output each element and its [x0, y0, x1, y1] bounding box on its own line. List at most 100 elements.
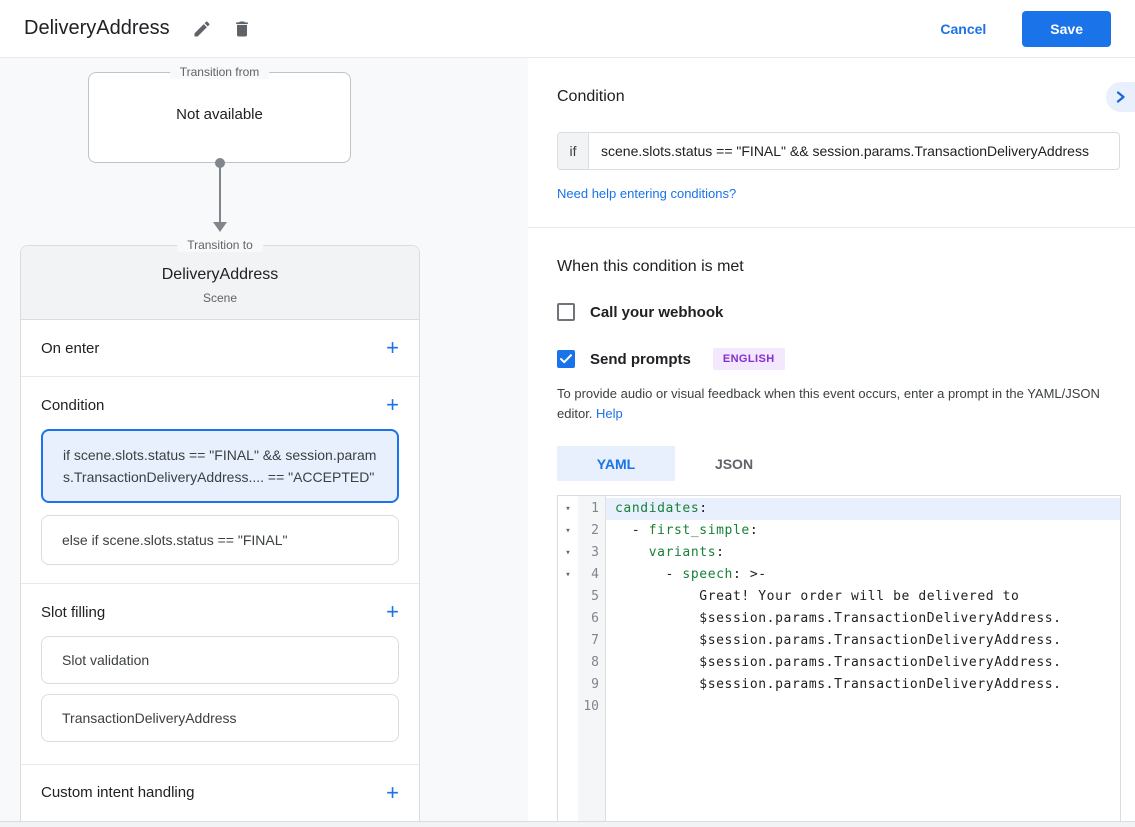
edit-icon[interactable]: [190, 17, 214, 41]
save-button[interactable]: Save: [1022, 10, 1111, 47]
code-text: $session.params.TransactionDeliveryAddre…: [615, 611, 1062, 626]
slot-card[interactable]: TransactionDeliveryAddress: [41, 694, 399, 742]
add-slot-icon[interactable]: +: [386, 599, 399, 624]
line-number: 3: [591, 545, 599, 560]
transition-from-box: Transition from Not available: [88, 65, 351, 163]
code-text: variants:: [648, 545, 725, 560]
code-line[interactable]: 7 $session.params.TransactionDeliveryAdd…: [558, 630, 1120, 652]
condition-expression-field[interactable]: if scene.slots.status == "FINAL" && sess…: [557, 132, 1120, 170]
line-number: 6: [591, 611, 599, 626]
condition-label: Condition: [41, 396, 105, 414]
fold-toggle-icon: [558, 608, 578, 630]
fold-toggle-icon[interactable]: ▾: [565, 526, 571, 536]
if-prefix: if: [558, 133, 589, 169]
help-link[interactable]: Help: [596, 406, 623, 421]
code-text: $session.params.TransactionDeliveryAddre…: [615, 655, 1062, 670]
add-custom-intent-icon[interactable]: +: [386, 779, 399, 805]
code-line[interactable]: 5 Great! Your order will be delivered to: [558, 586, 1120, 608]
check-icon: [560, 354, 572, 364]
line-number: 5: [591, 589, 599, 604]
code-text: $session.params.TransactionDeliveryAddre…: [615, 633, 1062, 648]
language-badge: ENGLISH: [712, 348, 785, 370]
line-number: 2: [591, 523, 599, 538]
section-divider: [528, 227, 1135, 228]
chevron-right-icon: [1116, 91, 1125, 103]
page-title: DeliveryAddress: [24, 17, 170, 39]
slot-card[interactable]: Slot validation: [41, 636, 399, 684]
scene-type: Scene: [202, 291, 238, 305]
fold-toggle-icon: [558, 652, 578, 674]
line-number: 1: [591, 501, 599, 516]
add-on-enter-icon[interactable]: +: [386, 335, 399, 360]
when-condition-heading: When this condition is met: [557, 258, 744, 275]
code-line[interactable]: 8 $session.params.TransactionDeliveryAdd…: [558, 652, 1120, 674]
line-number: 7: [591, 633, 599, 648]
custom-intent-row: Custom intent handling +: [21, 764, 419, 820]
code-text: $session.params.TransactionDeliveryAddre…: [615, 677, 1062, 692]
scene-graph-pane: Transition from Not available Transition…: [0, 58, 528, 827]
code-text: - first_simple:: [615, 523, 759, 538]
cancel-button[interactable]: Cancel: [940, 20, 987, 37]
delete-icon[interactable]: [230, 17, 254, 41]
fold-toggle-icon[interactable]: ▾: [565, 570, 571, 580]
condition-card-list: if scene.slots.status == "FINAL" && sess…: [41, 429, 399, 565]
code-text: Great! Your order will be delivered to: [615, 589, 1020, 604]
transition-from-content: Not available: [176, 106, 263, 123]
on-enter-label: On enter: [41, 339, 100, 357]
prompts-description-text: To provide audio or visual feedback when…: [557, 386, 1100, 421]
code-line[interactable]: ▾ 1 candidates:: [558, 498, 1120, 520]
conditions-help-link[interactable]: Need help entering conditions?: [557, 186, 737, 201]
code-line[interactable]: ▾ 3 variants:: [558, 542, 1120, 564]
transition-arrow-head: [213, 222, 227, 232]
code-lines: ▾ 1 candidates: ▾ 2 - first_simple: ▾ 3 varian…: [558, 496, 1120, 718]
prompts-description: To provide audio or visual feedback when…: [557, 384, 1120, 424]
send-prompts-label: Send prompts: [590, 350, 691, 368]
call-webhook-label: Call your webhook: [590, 303, 724, 321]
code-text: [606, 696, 1120, 718]
code-line[interactable]: ▾ 2 - first_simple:: [558, 520, 1120, 542]
slot-filling-label: Slot filling: [41, 603, 106, 621]
code-line[interactable]: 6 $session.params.TransactionDeliveryAdd…: [558, 608, 1120, 630]
condition-expression-value[interactable]: scene.slots.status == "FINAL" && session…: [601, 143, 1089, 159]
line-number: 4: [591, 567, 599, 582]
transition-arrow-line: [219, 163, 221, 223]
tab-json[interactable]: JSON: [714, 455, 754, 472]
scene-card: Transition to DeliveryAddress Scene On e…: [20, 238, 420, 827]
send-prompts-row: Send prompts ENGLISH: [557, 348, 1135, 370]
line-number: 8: [591, 655, 599, 670]
code-text: candidates:: [606, 498, 1120, 520]
fold-toggle-icon[interactable]: ▾: [565, 504, 571, 514]
scene-card-header[interactable]: DeliveryAddress Scene: [21, 246, 419, 320]
line-number: 9: [591, 677, 599, 692]
horizontal-scrollbar[interactable]: [0, 821, 1135, 827]
custom-intent-label: Custom intent handling: [41, 784, 195, 801]
code-line[interactable]: 9 $session.params.TransactionDeliveryAdd…: [558, 674, 1120, 696]
line-number: 10: [583, 699, 599, 714]
top-bar: DeliveryAddress Cancel Save: [0, 0, 1135, 58]
fold-toggle-icon: [558, 586, 578, 608]
main-content: Transition from Not available Transition…: [0, 58, 1135, 827]
add-condition-icon[interactable]: +: [386, 392, 399, 417]
condition-section: Condition + if scene.slots.status == "FI…: [21, 376, 419, 583]
code-line[interactable]: ▾4 - speech: >-: [558, 564, 1120, 586]
yaml-editor[interactable]: ▾ 1 candidates: ▾ 2 - first_simple: ▾ 3 varian…: [557, 495, 1121, 827]
editor-gutter: [578, 496, 606, 827]
call-webhook-checkbox[interactable]: [557, 303, 575, 321]
on-enter-row: On enter +: [21, 320, 419, 376]
code-line[interactable]: 10: [558, 696, 1120, 718]
collapse-panel-button[interactable]: [1106, 82, 1135, 112]
fold-toggle-icon: [558, 696, 578, 718]
webhook-row: Call your webhook: [557, 303, 1135, 321]
transition-from-legend: Transition from: [169, 65, 270, 79]
condition-card[interactable]: if scene.slots.status == "FINAL" && sess…: [41, 429, 399, 503]
scene-name: DeliveryAddress: [161, 266, 279, 283]
transition-to-legend: Transition to: [177, 238, 263, 252]
tab-yaml[interactable]: YAML: [557, 446, 675, 481]
send-prompts-checkbox[interactable]: [557, 350, 575, 368]
fold-toggle-icon[interactable]: ▾: [565, 548, 571, 558]
fold-toggle-icon: [558, 674, 578, 696]
editor-tabs: YAML JSON: [557, 446, 1135, 481]
condition-card[interactable]: else if scene.slots.status == "FINAL": [41, 515, 399, 565]
